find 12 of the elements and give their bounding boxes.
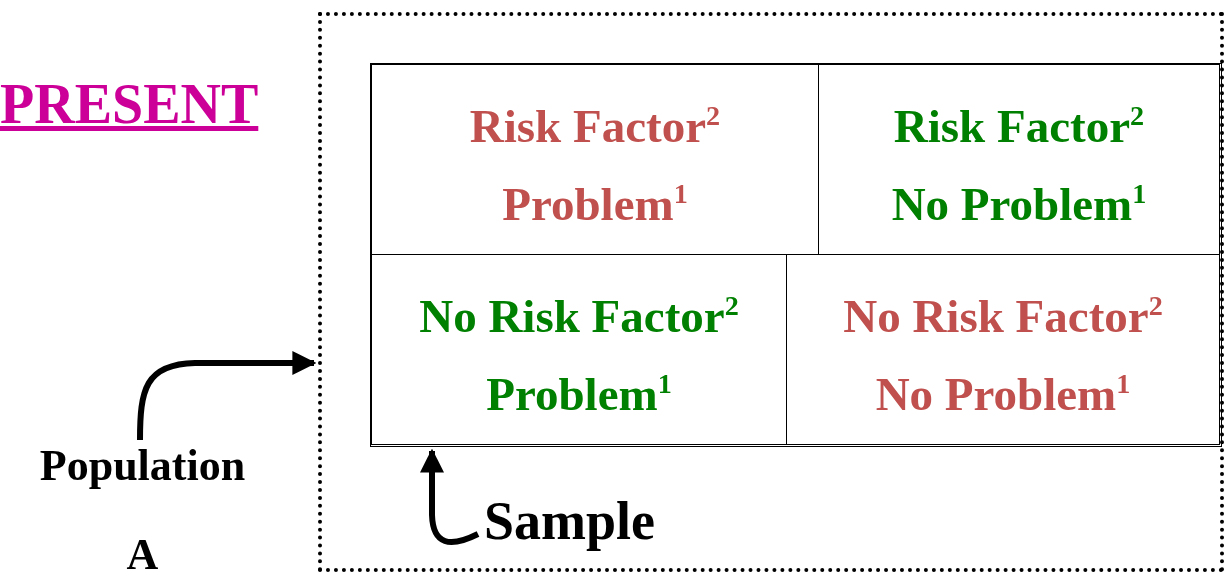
sample-table <box>370 63 1222 447</box>
caption-text: Sample <box>484 490 655 552</box>
heading-label: PRESENT <box>0 72 259 136</box>
population-boundary <box>318 12 1224 572</box>
arrow <box>420 448 480 545</box>
table-cell: No Risk Factor$^{2}$ Problem$^{1}$ <box>371 254 787 445</box>
table-cell: No Risk Factor$^{2}$ No Problem$^{1}$ <box>786 254 1220 445</box>
table-cell: Risk Factor$^{2}$ No Problem$^{1}$ <box>818 64 1220 255</box>
caption-letter: A <box>126 529 159 580</box>
table-cell: Risk Factor$^{2}$ Problem$^{1}$ <box>371 64 819 255</box>
caption-text: Population <box>39 440 246 491</box>
arrow <box>137 351 317 441</box>
